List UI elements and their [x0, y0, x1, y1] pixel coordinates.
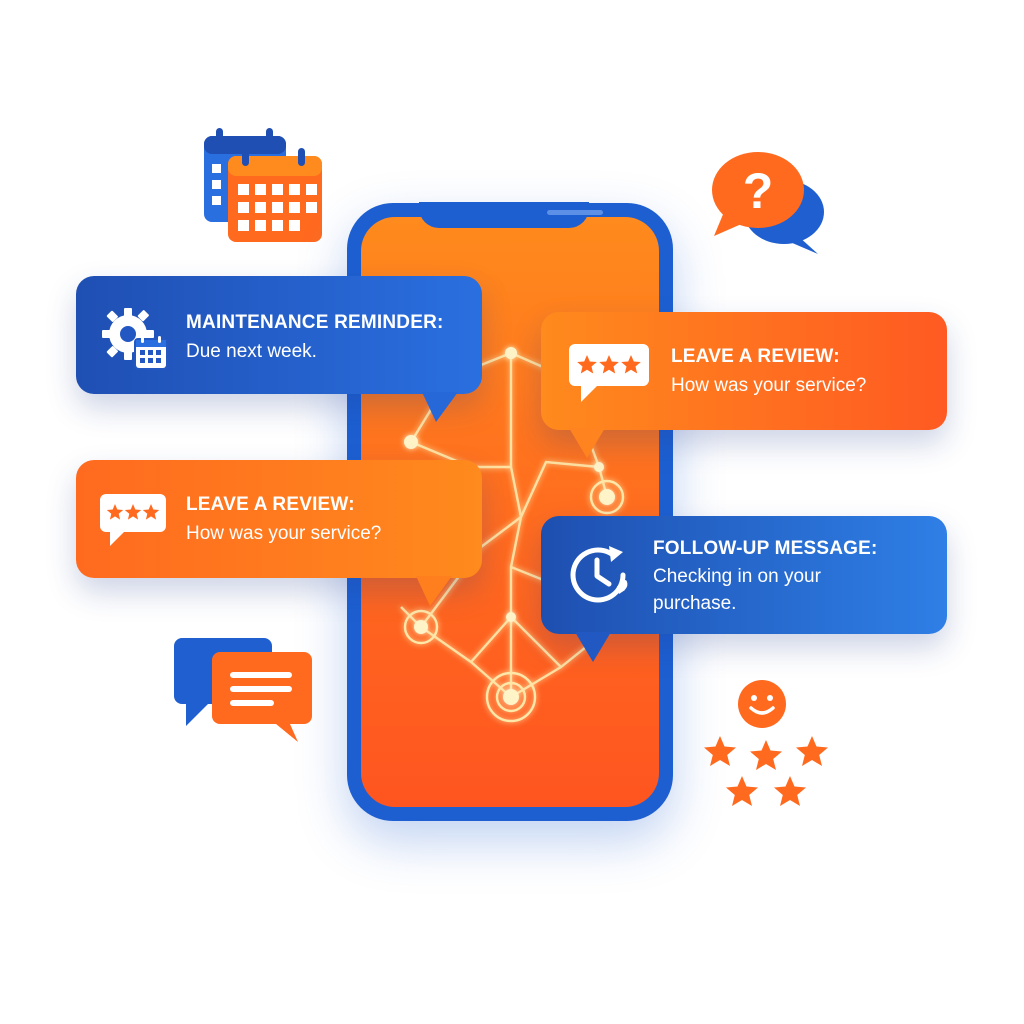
- card-title: LEAVE A REVIEW:: [671, 346, 840, 367]
- star-rating-bubble-icon: [567, 342, 651, 404]
- card-text-line2: purchase.: [653, 593, 737, 614]
- card-text-line1: Checking in on your: [653, 566, 821, 587]
- card-title: MAINTENANCE REMINDER:: [186, 312, 444, 333]
- chat-bubbles-icon: [172, 636, 316, 746]
- card-text: Due next week.: [186, 341, 317, 362]
- card-title: LEAVE A REVIEW:: [186, 494, 355, 515]
- leave-review-card-right[interactable]: LEAVE A REVIEW: How was your service?: [541, 312, 947, 458]
- maintenance-reminder-card[interactable]: MAINTENANCE REMINDER: Due next week.: [76, 276, 482, 422]
- calendar-icon: [198, 124, 328, 246]
- phone-notch: [419, 202, 603, 228]
- clock-refresh-icon: [565, 542, 633, 608]
- svg-text:?: ?: [743, 163, 774, 219]
- gear-calendar-icon: [98, 302, 170, 372]
- smiley-stars-icon: [700, 676, 836, 816]
- leave-review-card-left[interactable]: LEAVE A REVIEW: How was your service?: [76, 460, 482, 606]
- card-text: How was your service?: [671, 375, 867, 396]
- phone-speaker: [547, 210, 603, 215]
- star-rating-bubble-icon: [98, 492, 168, 548]
- follow-up-message-card[interactable]: FOLLOW-UP MESSAGE: Checking in on your p…: [541, 516, 947, 662]
- card-title: FOLLOW-UP MESSAGE:: [653, 538, 878, 559]
- card-text: How was your service?: [186, 523, 382, 544]
- question-chat-icon: ?: [706, 150, 826, 256]
